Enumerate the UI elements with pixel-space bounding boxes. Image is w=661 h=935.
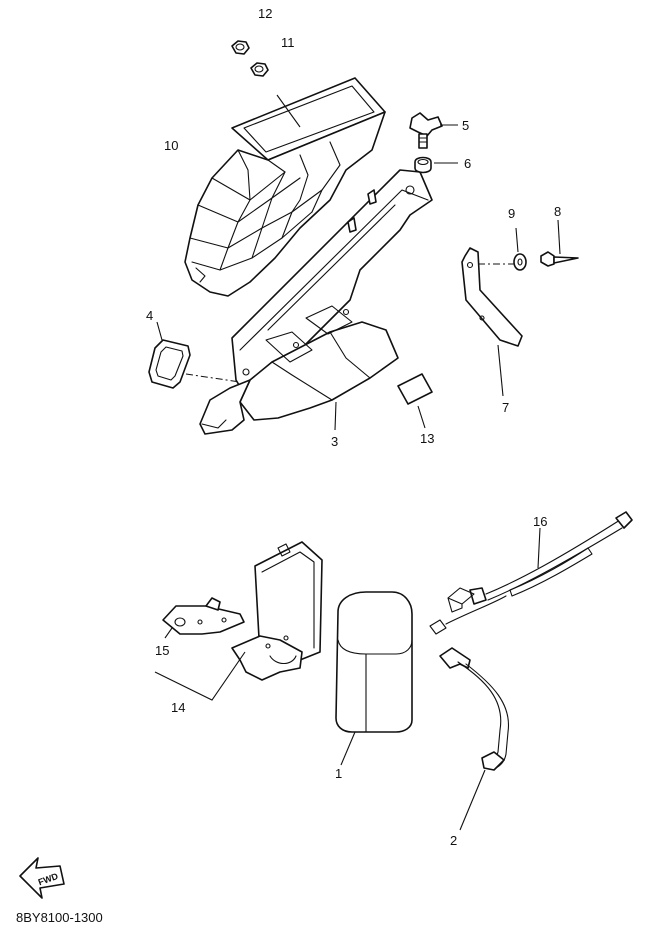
callout-9: 9 <box>508 206 515 221</box>
callout-4: 4 <box>146 308 153 323</box>
part-16-cable[interactable] <box>429 511 633 635</box>
callout-5: 5 <box>462 118 469 133</box>
part-1-battery[interactable] <box>335 591 413 766</box>
part-3-air-box[interactable] <box>199 169 433 435</box>
part-4-gasket[interactable] <box>148 321 241 389</box>
callout-15: 15 <box>155 643 169 658</box>
fwd-arrow-icon: FWD <box>19 857 65 899</box>
callout-3: 3 <box>331 434 338 449</box>
part-5-wing-bolt[interactable] <box>409 112 458 149</box>
part-12-nut[interactable] <box>231 40 250 55</box>
part-15-plate[interactable] <box>162 597 245 635</box>
diagram-code: 8BY8100-1300 <box>16 910 103 925</box>
part-6-grommet[interactable] <box>414 156 458 174</box>
part-9-washer[interactable] <box>513 227 527 271</box>
callout-11: 11 <box>281 35 295 50</box>
callout-6: 6 <box>464 156 471 171</box>
part-11-nut[interactable] <box>250 62 269 77</box>
callout-10: 10 <box>164 138 178 153</box>
callout-14-15-leaders <box>154 627 246 701</box>
part-10-air-duct[interactable] <box>184 77 386 297</box>
callout-2: 2 <box>450 833 457 848</box>
callout-7: 7 <box>502 400 509 415</box>
part-2-band[interactable] <box>439 647 510 831</box>
callout-12: 12 <box>258 6 272 21</box>
callout-14: 14 <box>171 700 185 715</box>
part-7-bracket[interactable] <box>461 247 523 397</box>
part-13-pad[interactable] <box>397 373 433 429</box>
callout-8: 8 <box>554 204 561 219</box>
part-14-battery-holder[interactable] <box>231 541 323 681</box>
part-8-screw[interactable] <box>540 219 579 267</box>
callout-13: 13 <box>420 431 434 446</box>
callout-16: 16 <box>533 514 547 529</box>
callout-1: 1 <box>335 766 342 781</box>
